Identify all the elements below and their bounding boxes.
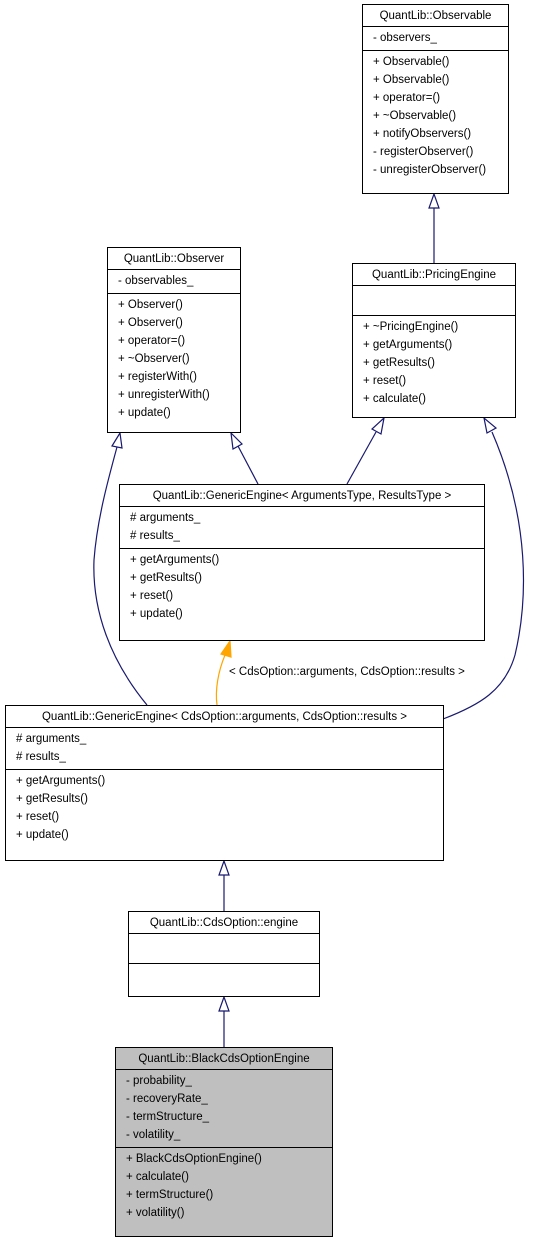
method: + BlackCdsOptionEngine() (126, 1153, 262, 1165)
attribute: # arguments_ (16, 733, 87, 745)
method: + getResults() (130, 572, 202, 584)
class-blackcdsoptionengine[interactable]: QuantLib::BlackCdsOptionEngine - probabi… (115, 1047, 333, 1237)
arrowhead-pricingengine-1 (370, 416, 385, 435)
attribute: - termStructure_ (126, 1111, 210, 1123)
edge-genericengine-to-pricingengine (346, 431, 377, 485)
class-pricingengine[interactable]: QuantLib::PricingEngine + ~PricingEngine… (352, 263, 516, 418)
class-observable[interactable]: QuantLib::Observable - observers_ + Obse… (362, 4, 509, 194)
class-observable-attributes: - observers_ (363, 26, 508, 50)
method: + reset() (363, 375, 407, 387)
edge-template-instantiation (215, 654, 226, 706)
attribute: - volatility_ (126, 1129, 181, 1141)
class-genericengine-template-attributes: # arguments_ # results_ (120, 506, 484, 548)
method: + reset() (16, 811, 60, 823)
arrowhead-template (220, 639, 232, 658)
class-genericengine-template-methods: + getArguments() + getResults() + reset(… (120, 548, 484, 626)
arrowhead-observer-2 (111, 431, 123, 449)
attribute: - observables_ (118, 275, 194, 287)
method: + calculate() (126, 1171, 189, 1183)
class-cdsoption-engine[interactable]: QuantLib::CdsOption::engine (128, 911, 320, 997)
method: + registerWith() (118, 371, 197, 383)
attribute: - probability_ (126, 1075, 192, 1087)
class-observable-methods: + Observable() + Observable() + operator… (363, 50, 508, 182)
edge-genericengine-cds-to-pricingengine (442, 431, 525, 720)
class-cdsoption-engine-title: QuantLib::CdsOption::engine (149, 917, 299, 929)
class-genericengine-cds-methods: + getArguments() + getResults() + reset(… (6, 769, 443, 847)
attribute: - observers_ (373, 32, 437, 44)
method: + reset() (130, 590, 174, 602)
class-genericengine-template[interactable]: QuantLib::GenericEngine< ArgumentsType, … (119, 484, 485, 641)
attribute: # arguments_ (130, 512, 201, 524)
method: + notifyObservers() (373, 128, 472, 140)
method: + ~PricingEngine() (363, 321, 459, 333)
attribute: - recoveryRate_ (126, 1093, 208, 1105)
class-cdsoption-engine-attributes (129, 933, 319, 963)
class-pricingengine-methods: + ~PricingEngine() + getArguments() + ge… (353, 315, 515, 411)
class-genericengine-cds-attributes: # arguments_ # results_ (6, 727, 443, 769)
attribute: # results_ (130, 530, 180, 542)
method: + getArguments() (130, 554, 220, 566)
method: + operator=() (373, 92, 441, 104)
method: + update() (130, 608, 183, 620)
method: + update() (118, 407, 171, 419)
method: + unregisterWith() (118, 389, 210, 401)
edge-genericengine-to-observer (237, 445, 259, 485)
method: + termStructure() (126, 1189, 214, 1201)
method: - registerObserver() (373, 146, 474, 158)
template-instantiation-label: < CdsOption::arguments, CdsOption::resul… (229, 666, 465, 678)
class-genericengine-cds-title: QuantLib::GenericEngine< CdsOption::argu… (41, 711, 407, 723)
arrowhead-observer-1 (230, 431, 243, 450)
class-observer-methods: + Observer() + Observer() + operator=() … (108, 293, 240, 425)
method: + calculate() (363, 393, 426, 405)
method: + Observable() (373, 74, 450, 86)
class-observer-attributes: - observables_ (108, 269, 240, 293)
method: + getResults() (363, 357, 435, 369)
method: + getArguments() (363, 339, 453, 351)
class-genericengine-template-title: QuantLib::GenericEngine< ArgumentsType, … (152, 490, 452, 502)
method: + ~Observable() (373, 110, 457, 122)
method: + update() (16, 829, 69, 841)
class-genericengine-cds[interactable]: QuantLib::GenericEngine< CdsOption::argu… (5, 705, 444, 861)
method: + getArguments() (16, 775, 106, 787)
class-cdsoption-engine-methods (129, 963, 319, 993)
class-observable-title: QuantLib::Observable (379, 10, 492, 22)
method: + Observable() (373, 56, 450, 68)
method: + getResults() (16, 793, 88, 805)
attribute: # results_ (16, 751, 66, 763)
class-pricingengine-attributes (353, 285, 515, 315)
arrowhead-genericengine-cds (218, 859, 230, 876)
class-observer[interactable]: QuantLib::Observer - observables_ + Obse… (107, 247, 241, 433)
arrowhead-observable (428, 192, 440, 209)
method: + volatility() (126, 1207, 185, 1219)
class-observer-title: QuantLib::Observer (123, 253, 225, 265)
edge-genericengine-cds-to-observer (93, 446, 148, 706)
arrowhead-pricingengine-2 (483, 416, 498, 434)
method: + Observer() (118, 299, 183, 311)
class-blackcdsoptionengine-title: QuantLib::BlackCdsOptionEngine (138, 1053, 310, 1065)
method: + ~Observer() (118, 353, 190, 365)
class-blackcdsoptionengine-attributes: - probability_ - recoveryRate_ - termStr… (116, 1069, 332, 1147)
method: + Observer() (118, 317, 183, 329)
method: + operator=() (118, 335, 186, 347)
class-blackcdsoptionengine-methods: + BlackCdsOptionEngine() + calculate() +… (116, 1147, 332, 1225)
class-pricingengine-title: QuantLib::PricingEngine (371, 269, 497, 281)
method: - unregisterObserver() (373, 164, 487, 176)
arrowhead-cdsoptionengine (218, 995, 230, 1012)
